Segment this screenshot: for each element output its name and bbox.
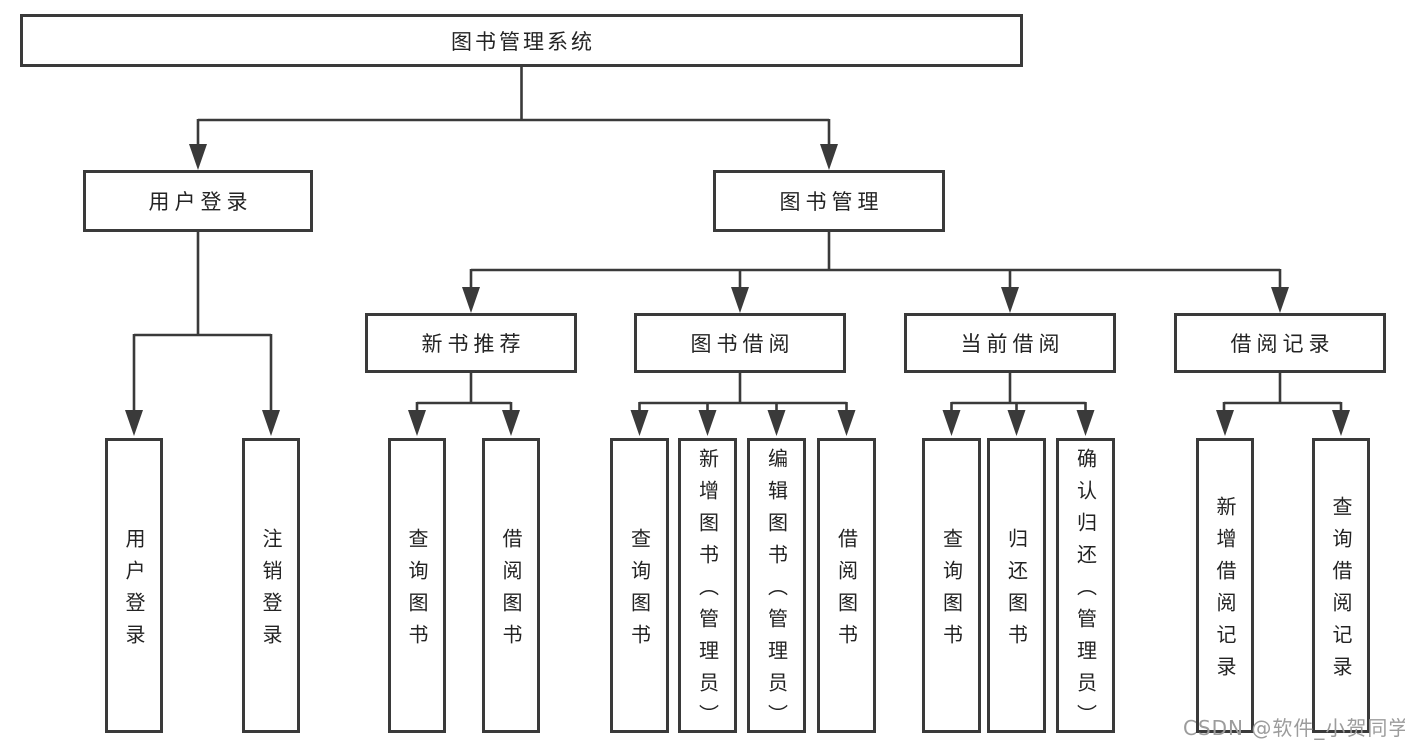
arrowhead-icon bbox=[462, 287, 480, 313]
node-label: 查询借阅记录 bbox=[1329, 495, 1353, 688]
leaf-return-books: 归还图书 bbox=[987, 438, 1046, 733]
node-book-borrowing: 图书借阅 bbox=[634, 313, 846, 373]
arrowheads bbox=[125, 144, 1350, 436]
node-label: 图书借阅 bbox=[690, 332, 795, 356]
node-label: 用户登录 bbox=[122, 527, 146, 656]
arrowhead-icon bbox=[820, 144, 838, 170]
leaf-user-login: 用户登录 bbox=[105, 438, 163, 733]
node-label: 归还图书 bbox=[1004, 527, 1029, 656]
node-label: 注销登录 bbox=[259, 527, 283, 656]
leaf-query-books-current: 查询图书 bbox=[922, 438, 981, 733]
node-label: 新书推荐 bbox=[421, 332, 526, 356]
node-book-management: 图书管理 bbox=[713, 170, 945, 232]
arrowhead-icon bbox=[408, 410, 426, 436]
node-label: 用户登录 bbox=[148, 190, 253, 214]
arrowhead-icon bbox=[698, 410, 717, 436]
node-label: 借阅图书 bbox=[499, 527, 523, 656]
node-label: 查询图书 bbox=[405, 527, 429, 656]
node-borrowing-records: 借阅记录 bbox=[1174, 313, 1386, 373]
node-user-login: 用户登录 bbox=[83, 170, 313, 232]
node-label: 确认归还（管理员） bbox=[1073, 447, 1098, 736]
leaf-query-borrowing-record: 查询借阅记录 bbox=[1312, 438, 1370, 733]
leaf-borrow-books: 借阅图书 bbox=[817, 438, 876, 733]
node-label: 新增图书（管理员） bbox=[695, 447, 720, 736]
arrowhead-icon bbox=[942, 410, 961, 436]
arrowhead-icon bbox=[1271, 287, 1289, 313]
arrowhead-icon bbox=[262, 410, 280, 436]
node-label: 图书管理系统 bbox=[451, 29, 595, 54]
node-label: 图书管理 bbox=[779, 190, 884, 214]
leaf-query-books-borrowing: 查询图书 bbox=[610, 438, 669, 733]
arrowhead-icon bbox=[767, 410, 786, 436]
arrowhead-icon bbox=[731, 287, 749, 313]
node-label: 查询图书 bbox=[627, 527, 652, 656]
node-label: 借阅图书 bbox=[834, 527, 859, 656]
arrowhead-icon bbox=[630, 410, 649, 436]
arrowhead-icon bbox=[1076, 410, 1095, 436]
tree-edges bbox=[132, 67, 1343, 416]
node-label: 编辑图书（管理员） bbox=[764, 447, 789, 736]
node-label: 借阅记录 bbox=[1230, 332, 1335, 356]
arrowhead-icon bbox=[1007, 410, 1026, 436]
arrowhead-icon bbox=[1001, 287, 1019, 313]
arrowhead-icon bbox=[1216, 410, 1234, 436]
arrowhead-icon bbox=[502, 410, 520, 436]
leaf-query-books-recommend: 查询图书 bbox=[388, 438, 446, 733]
watermark: CSDN @软件_小贺同学 bbox=[1183, 716, 1405, 740]
node-label: 当前借阅 bbox=[960, 332, 1065, 356]
leaf-borrow-books-recommend: 借阅图书 bbox=[482, 438, 540, 733]
leaf-add-borrowing-record: 新增借阅记录 bbox=[1196, 438, 1254, 733]
arrowhead-icon bbox=[189, 144, 207, 170]
node-label: 查询图书 bbox=[939, 527, 964, 656]
arrowhead-icon bbox=[1332, 410, 1350, 436]
node-new-book-recommendation: 新书推荐 bbox=[365, 313, 577, 373]
arrowhead-icon bbox=[125, 410, 143, 436]
arrowhead-icon bbox=[837, 410, 856, 436]
node-label: 新增借阅记录 bbox=[1213, 495, 1237, 688]
node-current-borrowing: 当前借阅 bbox=[904, 313, 1116, 373]
leaf-edit-book-admin: 编辑图书（管理员） bbox=[747, 438, 806, 736]
node-system-root: 图书管理系统 bbox=[20, 14, 1023, 67]
leaf-logout: 注销登录 bbox=[242, 438, 300, 733]
leaf-confirm-return-admin: 确认归还（管理员） bbox=[1056, 438, 1115, 736]
leaf-add-book-admin: 新增图书（管理员） bbox=[678, 438, 737, 736]
